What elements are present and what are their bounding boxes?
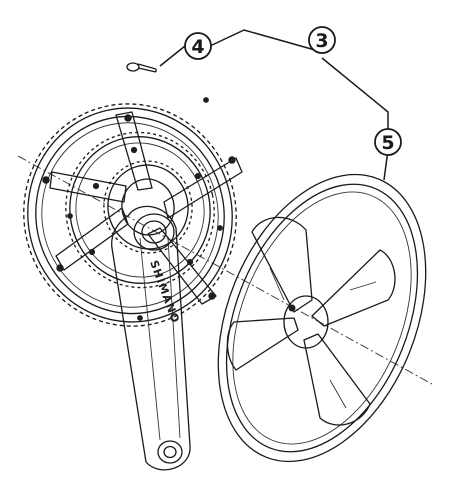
crank-brand-label: SHIMANO: [147, 259, 182, 326]
middle-chainring: [65, 131, 215, 289]
chainring-bolts: [42, 97, 236, 321]
chainrings: [23, 97, 243, 327]
crank-arm: SHIMANO: [111, 205, 191, 471]
callout-4-label: 4: [191, 36, 204, 58]
callout-4: 4: [184, 32, 212, 60]
spider-arms: [49, 111, 243, 305]
callout-3: 3: [308, 26, 336, 54]
callout-5-label: 5: [381, 132, 394, 154]
callout-3-label: 3: [315, 30, 328, 52]
mounting-bolt: [126, 62, 157, 73]
center-axis-line: [17, 155, 433, 385]
large-chainring: [23, 103, 237, 327]
callout-5: 5: [374, 128, 402, 156]
chain-guard: [217, 173, 427, 463]
